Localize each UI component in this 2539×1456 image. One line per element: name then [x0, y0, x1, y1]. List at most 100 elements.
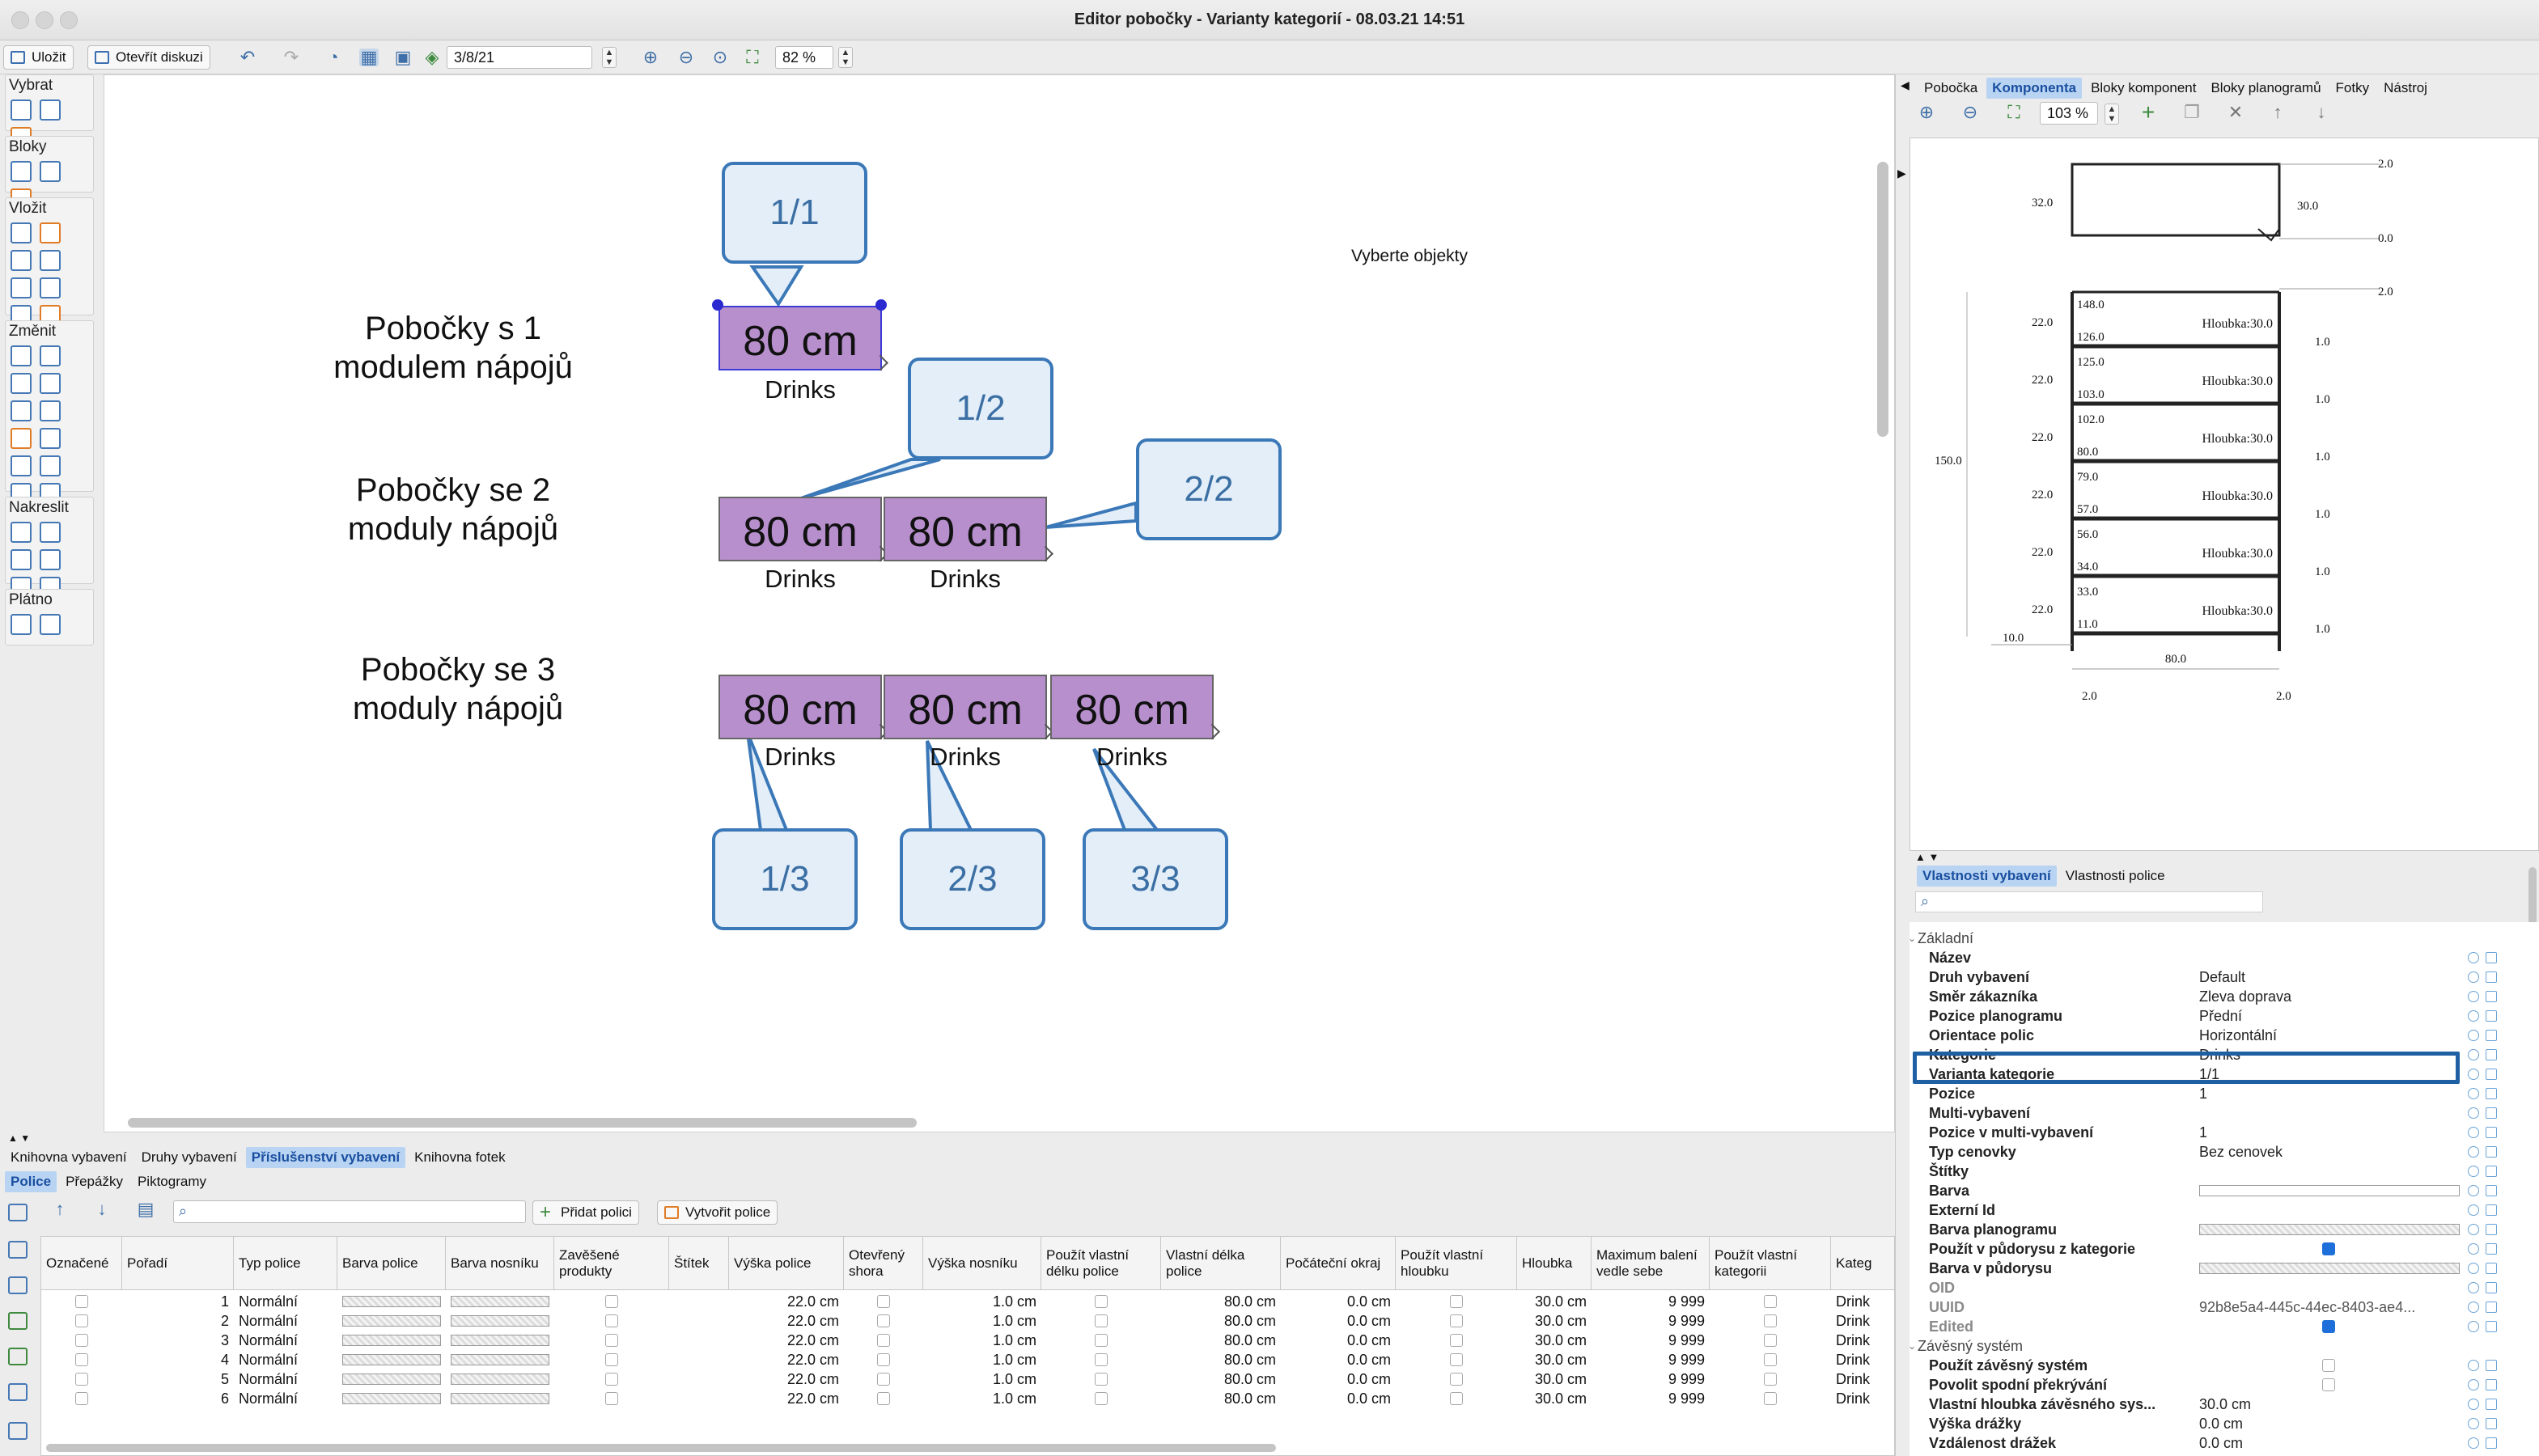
align-top-icon[interactable]	[40, 455, 61, 476]
paste-icon[interactable]	[8, 1276, 28, 1294]
checkbox[interactable]	[877, 1334, 890, 1347]
info-icon[interactable]	[2486, 1399, 2497, 1410]
property-value[interactable]: 30.0 cm	[2199, 1396, 2252, 1412]
column-header[interactable]: Výška police	[729, 1237, 844, 1290]
close-window-button[interactable]	[11, 11, 29, 29]
module-cell[interactable]: 80 cm	[718, 497, 888, 562]
history-icon[interactable]: ◔	[328, 47, 339, 67]
property-row[interactable]: Štítky	[1910, 1162, 2524, 1181]
color-swatch[interactable]	[451, 1354, 549, 1365]
checkbox[interactable]	[877, 1314, 890, 1327]
select-icon[interactable]	[11, 99, 32, 121]
reset-icon[interactable]	[2468, 991, 2479, 1002]
tab-pictograms[interactable]: Piktogramy	[137, 1174, 206, 1189]
module-cell[interactable]: 80 cm	[718, 306, 888, 371]
color-swatch[interactable]	[342, 1315, 441, 1327]
selection-handle[interactable]	[875, 299, 887, 311]
zoom-stepper[interactable]: ▲▼	[838, 47, 853, 68]
color-swatch[interactable]	[451, 1296, 549, 1307]
tab-branch[interactable]: Pobočka	[1924, 80, 1978, 95]
zoom-field[interactable]: 82 %	[775, 46, 833, 69]
reset-icon[interactable]	[2468, 1185, 2479, 1196]
checkbox[interactable]	[1764, 1353, 1777, 1366]
info-icon[interactable]	[2486, 1107, 2497, 1119]
move-icon[interactable]	[11, 345, 32, 366]
reset-icon[interactable]	[2468, 971, 2479, 983]
checkbox[interactable]	[1764, 1295, 1777, 1308]
info-icon[interactable]	[2486, 1243, 2497, 1255]
align-grid-icon[interactable]	[11, 455, 32, 476]
target-icon[interactable]	[40, 99, 61, 121]
checkbox[interactable]	[1095, 1373, 1108, 1386]
reset-icon[interactable]	[2468, 1127, 2479, 1138]
reset-icon[interactable]	[2468, 1282, 2479, 1293]
property-row[interactable]: Edited	[1910, 1317, 2524, 1336]
module-cell[interactable]: 80 cm	[884, 675, 1053, 740]
canvas-icon[interactable]	[11, 614, 32, 635]
reset-icon[interactable]	[2468, 1010, 2479, 1022]
tab-shelves[interactable]: Police	[5, 1171, 57, 1192]
arc-icon[interactable]	[40, 522, 61, 543]
property-value[interactable]: Horizontální	[2199, 1027, 2278, 1043]
info-icon[interactable]	[2486, 1418, 2497, 1429]
property-row[interactable]: Název	[1910, 948, 2524, 967]
color-swatch[interactable]	[2199, 1185, 2460, 1196]
zoom-in-icon[interactable]: ⊕	[1918, 102, 1935, 122]
grid-view-icon[interactable]: ▦	[359, 47, 379, 67]
insert-shelf-icon[interactable]	[11, 222, 32, 243]
transform-icon[interactable]	[40, 373, 61, 394]
column-header[interactable]: Kateg	[1831, 1237, 1896, 1290]
curve-icon[interactable]	[11, 549, 32, 570]
reset-icon[interactable]	[2468, 1302, 2479, 1313]
zoom-in-icon[interactable]: ⊕	[642, 47, 659, 67]
align-center-icon[interactable]	[40, 428, 61, 449]
column-header[interactable]: Maximum balení vedle sebe	[1592, 1237, 1710, 1290]
insert-box-icon[interactable]	[40, 222, 61, 243]
checkbox[interactable]	[75, 1295, 88, 1308]
minimize-window-button[interactable]	[36, 11, 53, 29]
color-swatch[interactable]	[2199, 1224, 2460, 1235]
checkbox[interactable]	[75, 1392, 88, 1405]
tab-photos[interactable]: Fotky	[2335, 80, 2370, 95]
variant-bubble[interactable]: 1/3	[712, 828, 858, 930]
line-icon[interactable]	[11, 522, 32, 543]
reset-icon[interactable]	[2468, 952, 2479, 963]
tab-component-blocks[interactable]: Bloky komponent	[2091, 80, 2197, 95]
collapse-arrows-icon[interactable]: ▲ ▼	[8, 1132, 31, 1144]
copy-icon[interactable]	[8, 1241, 28, 1259]
reset-icon[interactable]	[2468, 1418, 2479, 1429]
info-icon[interactable]	[2486, 1166, 2497, 1177]
checkbox[interactable]	[605, 1373, 618, 1386]
collapse-icon[interactable]: ⌄	[1908, 933, 1917, 944]
column-header[interactable]: Vlastní délka police	[1161, 1237, 1281, 1290]
checkbox[interactable]	[2322, 1378, 2335, 1391]
column-header[interactable]: Štítek	[669, 1237, 729, 1290]
column-header[interactable]: Použít vlastní hloubku	[1396, 1237, 1517, 1290]
color-swatch[interactable]	[2199, 1263, 2460, 1274]
select-all-icon[interactable]	[8, 1204, 28, 1221]
mirror-icon[interactable]	[11, 428, 32, 449]
column-header[interactable]: Barva nosníku	[446, 1237, 554, 1290]
canvas-vertical-scrollbar[interactable]	[1877, 162, 1888, 437]
tab-equipment-accessories[interactable]: Příslušenství vybavení	[245, 1147, 406, 1168]
checkbox[interactable]	[75, 1353, 88, 1366]
info-icon[interactable]	[2486, 1321, 2497, 1332]
insert-list-icon[interactable]	[40, 277, 61, 298]
tab-shelf-properties[interactable]: Vlastnosti police	[2065, 868, 2165, 883]
checkbox[interactable]	[605, 1334, 618, 1347]
variant-bubble[interactable]: 1/1	[722, 162, 867, 264]
color-swatch[interactable]	[451, 1335, 549, 1346]
property-row[interactable]: Externí Id	[1910, 1200, 2524, 1220]
reset-icon[interactable]	[2468, 1263, 2479, 1274]
checkbox[interactable]	[1450, 1334, 1463, 1347]
move-up-icon[interactable]: ↑	[55, 1199, 65, 1219]
open-discussion-button[interactable]: Otevřít diskuzi	[87, 45, 210, 70]
